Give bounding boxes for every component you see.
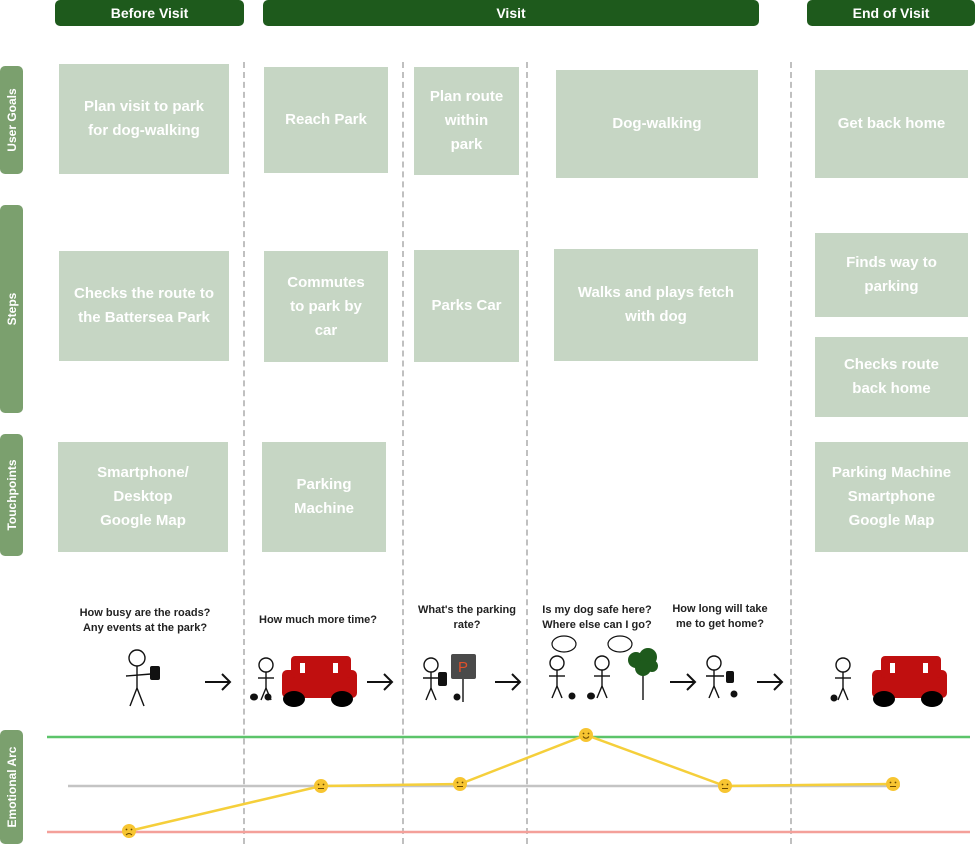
phone-icon [150, 666, 160, 680]
phase-visit: Visit [263, 0, 759, 26]
person-icon [423, 657, 442, 701]
parking-sign-icon [451, 654, 476, 702]
happy-face-icon [579, 728, 593, 742]
question-before-visit: How busy are the roads? Any events at th… [79, 607, 211, 634]
step-card-commutes: Commutes to park by car [264, 251, 388, 362]
person-icon [706, 655, 724, 699]
step-card-checks-route: Checks the route to the Battersea Park [59, 251, 229, 361]
row-label-user-goals: User Goals [0, 66, 23, 174]
phase-before-visit: Before Visit [55, 0, 244, 26]
step-card-route-home: Checks route back home [815, 337, 968, 417]
tree-icon [628, 648, 658, 700]
touchpoint-card-parking-machine: Parking Machine [262, 442, 386, 552]
row-label-touchpoints: Touchpoints [0, 434, 23, 556]
touchpoint-card-smartphone: Smartphone/ Desktop Google Map [58, 442, 228, 552]
row-label-text: Touchpoints [4, 459, 19, 531]
sad-face-icon [122, 824, 136, 838]
arrow-icon [670, 673, 697, 691]
divider-4 [790, 62, 792, 844]
neutral-face-icon [453, 777, 467, 791]
parking-sign-letter: P [458, 659, 468, 676]
dog-icon [830, 694, 838, 702]
question-time-home: How long will take me to get home? [672, 603, 768, 630]
row-label-text: User Goals [4, 88, 19, 152]
row-label-text: Emotional Arc [4, 746, 19, 828]
question-more-time: How much more time? [259, 614, 377, 626]
question-dog-safe: Is my dog safe here? Where else can I go… [542, 604, 652, 631]
person-icon [258, 657, 274, 701]
question-parking-rate: What's the parking rate? [418, 604, 516, 631]
arrow-icon [367, 673, 394, 691]
dog-icon [587, 692, 595, 700]
step-card-finds-parking: Finds way to parking [815, 233, 968, 317]
arrow-icon [205, 673, 232, 691]
touchpoint-card-end: Parking Machine Smartphone Google Map [815, 442, 968, 552]
neutral-face-icon [886, 777, 900, 791]
phone-icon [438, 672, 447, 686]
car-icon [872, 656, 947, 707]
person-icon [549, 655, 565, 699]
person-icon [594, 655, 610, 699]
arrow-icon [495, 673, 522, 691]
divider-3 [526, 62, 528, 844]
neutral-face-icon [718, 779, 732, 793]
step-card-walks-fetch: Walks and plays fetch with dog [554, 249, 758, 361]
neutral-face-icon [314, 779, 328, 793]
divider-1 [243, 62, 245, 844]
row-label-steps: Steps [0, 205, 23, 413]
dog-icon [250, 693, 272, 701]
thought-bubble-icon [551, 635, 633, 653]
divider-2 [402, 62, 404, 844]
dog-icon [568, 692, 576, 700]
goal-card-dog-walking: Dog-walking [556, 70, 758, 178]
row-label-emotional-arc: Emotional Arc [0, 730, 23, 844]
person-with-phone-icon [125, 649, 152, 707]
person-icon [835, 657, 851, 701]
phone-icon [726, 671, 734, 683]
step-card-parks-car: Parks Car [414, 250, 519, 362]
arrow-icon [757, 673, 784, 691]
car-icon [282, 656, 357, 707]
goal-card-reach-park: Reach Park [264, 67, 388, 173]
row-label-text: Steps [4, 292, 19, 326]
goal-card-plan-route: Plan route within park [414, 67, 519, 175]
dog-icon [453, 693, 461, 701]
dog-icon [730, 690, 738, 698]
goal-card-get-back-home: Get back home [815, 70, 968, 178]
goal-card-plan-visit: Plan visit to park for dog-walking [59, 64, 229, 174]
phase-end-of-visit: End of Visit [807, 0, 975, 26]
